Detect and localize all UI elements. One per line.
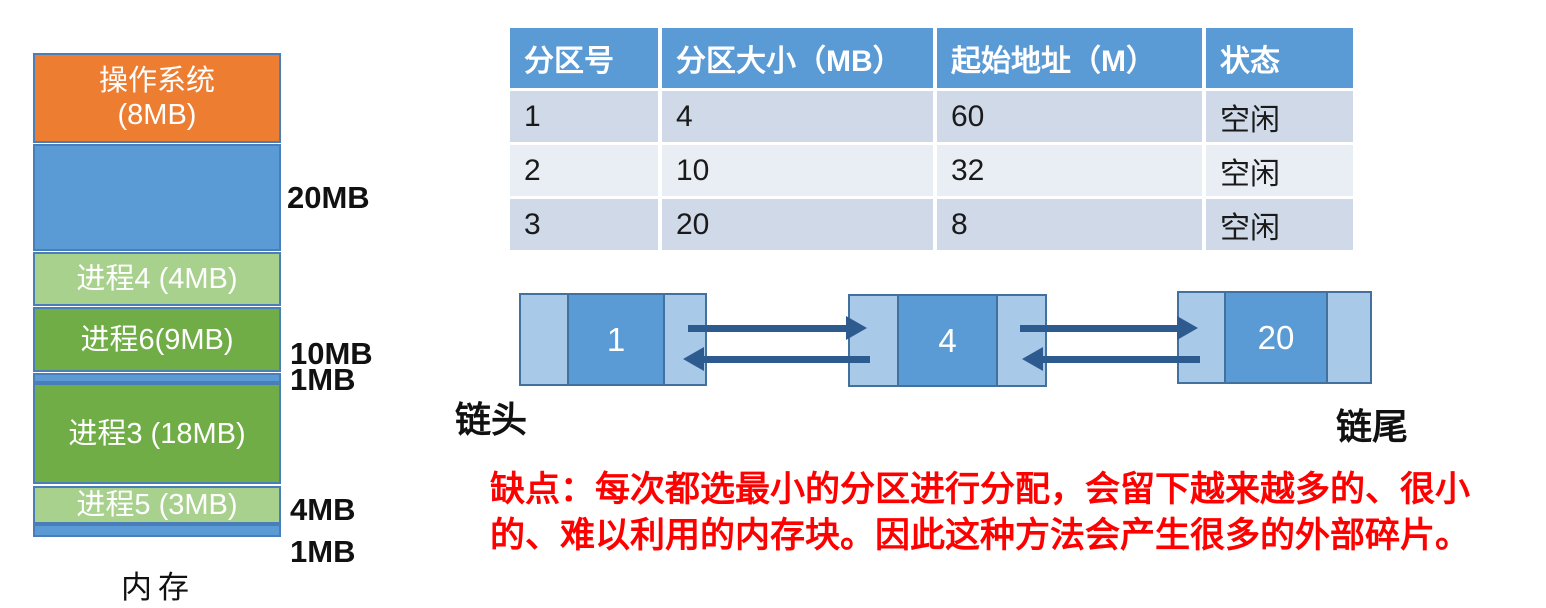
memory-block-process-6-label: 进程6(9MB)	[80, 323, 234, 356]
memory-block-free-20mb	[33, 144, 281, 251]
table-cell: 32	[937, 145, 1202, 196]
table-header-partition-size: 分区大小（MB）	[662, 28, 933, 88]
size-label-4mb: 4MB	[290, 492, 356, 527]
memory-caption: 内存	[121, 570, 195, 605]
memory-block-process-5-label: 进程5 (3MB)	[76, 489, 238, 521]
size-label-1mb-b: 1MB	[290, 534, 356, 569]
memory-block-process-4-label: 进程4 (4MB)	[76, 263, 238, 295]
list-node-20: 20	[1177, 291, 1372, 384]
drawback-note-line1: 缺点：每次都选最小的分区进行分配，会留下越来越多的、很小	[490, 470, 1471, 509]
memory-block-process-3: 进程3 (18MB)	[33, 383, 281, 484]
arrow-node1-to-node4	[688, 316, 867, 340]
table-header-status: 状态	[1206, 28, 1353, 88]
size-label-10mb: 10MB	[290, 336, 373, 371]
memory-block-process-5: 进程5 (3MB)	[33, 486, 281, 524]
table-cell: 10	[662, 145, 933, 196]
list-node-4-next-cell	[998, 296, 1045, 385]
arrow-node4-to-node1	[683, 347, 870, 371]
memory-block-os-line1: 操作系统	[98, 65, 215, 97]
table-cell: 空闲	[1206, 91, 1353, 142]
table-header-start-address: 起始地址（M）	[937, 28, 1202, 88]
table-cell: 60	[937, 91, 1202, 142]
table-cell: 20	[662, 199, 933, 250]
arrow-node20-to-node4	[1022, 347, 1200, 371]
table-header-partition-no: 分区号	[510, 28, 658, 88]
table-cell: 3	[510, 199, 658, 250]
list-node-4-size-cell: 4	[897, 296, 998, 385]
table-cell: 4	[662, 91, 933, 142]
memory-block-process-4: 进程4 (4MB)	[33, 252, 281, 306]
list-node-1: 1	[519, 293, 707, 386]
size-label-20mb: 20MB	[287, 180, 370, 215]
list-node-20-next-cell	[1328, 293, 1370, 382]
list-node-4-prev-cell	[850, 296, 897, 385]
list-node-1-size-cell: 1	[567, 295, 665, 384]
arrow-node4-to-node20	[1020, 316, 1198, 340]
table-cell: 空闲	[1206, 199, 1353, 250]
table-cell: 2	[510, 145, 658, 196]
table-cell: 1	[510, 91, 658, 142]
partition-table: 分区号 分区大小（MB） 起始地址（M） 状态 1 4 60 空闲 2 10 3…	[510, 28, 1353, 250]
list-node-20-size-cell: 20	[1224, 293, 1328, 382]
drawback-note-line2: 的、难以利用的内存块。因此这种方法会产生很多的外部碎片。	[490, 516, 1471, 555]
table-cell: 空闲	[1206, 145, 1353, 196]
chain-head-label: 链头	[455, 399, 528, 440]
chain-tail-label: 链尾	[1336, 406, 1409, 447]
list-node-1-prev-cell	[521, 295, 567, 384]
table-cell: 8	[937, 199, 1202, 250]
memory-block-os: 操作系统 (8MB)	[33, 53, 281, 143]
list-node-4: 4	[848, 294, 1047, 387]
memory-block-free-1mb-a	[33, 373, 281, 383]
memory-block-os-line2: (8MB)	[117, 99, 197, 131]
size-label-1mb-a: 1MB	[290, 362, 356, 397]
drawback-note: 缺点：每次都选最小的分区进行分配，会留下越来越多的、很小 的、难以利用的内存块。…	[490, 467, 1540, 559]
memory-block-free-1mb-b	[33, 524, 281, 537]
memory-block-process-3-label: 进程3 (18MB)	[68, 417, 246, 450]
memory-block-process-6: 进程6(9MB)	[33, 307, 281, 372]
